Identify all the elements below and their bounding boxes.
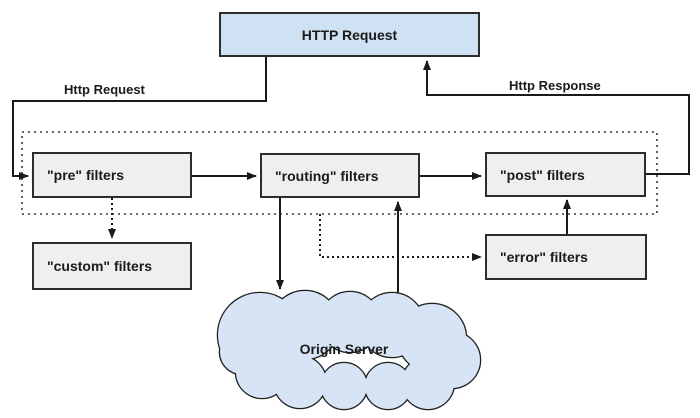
pre-filters-label: "pre" filters: [47, 167, 125, 183]
http-request-in-connector: [12, 57, 267, 180]
routing-filters-label: "routing" filters: [275, 167, 379, 184]
pre-filters-box: "pre" filters: [32, 152, 192, 198]
post-filters-box: "post" filters: [485, 152, 646, 197]
routing-to-error-dotted-arrow: [319, 214, 482, 261]
custom-filters-label: "custom" filters: [47, 258, 153, 274]
http-request-box: HTTP Request: [219, 12, 480, 57]
custom-filters-box: "custom" filters: [32, 242, 192, 290]
http-request-edge-label: Http Request: [64, 82, 145, 97]
http-response-edge-label: Http Response: [509, 78, 601, 93]
error-filters-label: "error" filters: [500, 249, 588, 265]
routing-filters-box: "routing" filters: [260, 153, 420, 198]
post-filters-label: "post" filters: [500, 166, 585, 183]
http-request-box-label: HTTP Request: [301, 26, 398, 43]
origin-server-label: Origin Server: [299, 341, 389, 357]
error-filters-box: "error" filters: [485, 234, 647, 280]
post-to-response-connector: [423, 60, 690, 175]
origin-server-cloud: [216, 289, 482, 411]
